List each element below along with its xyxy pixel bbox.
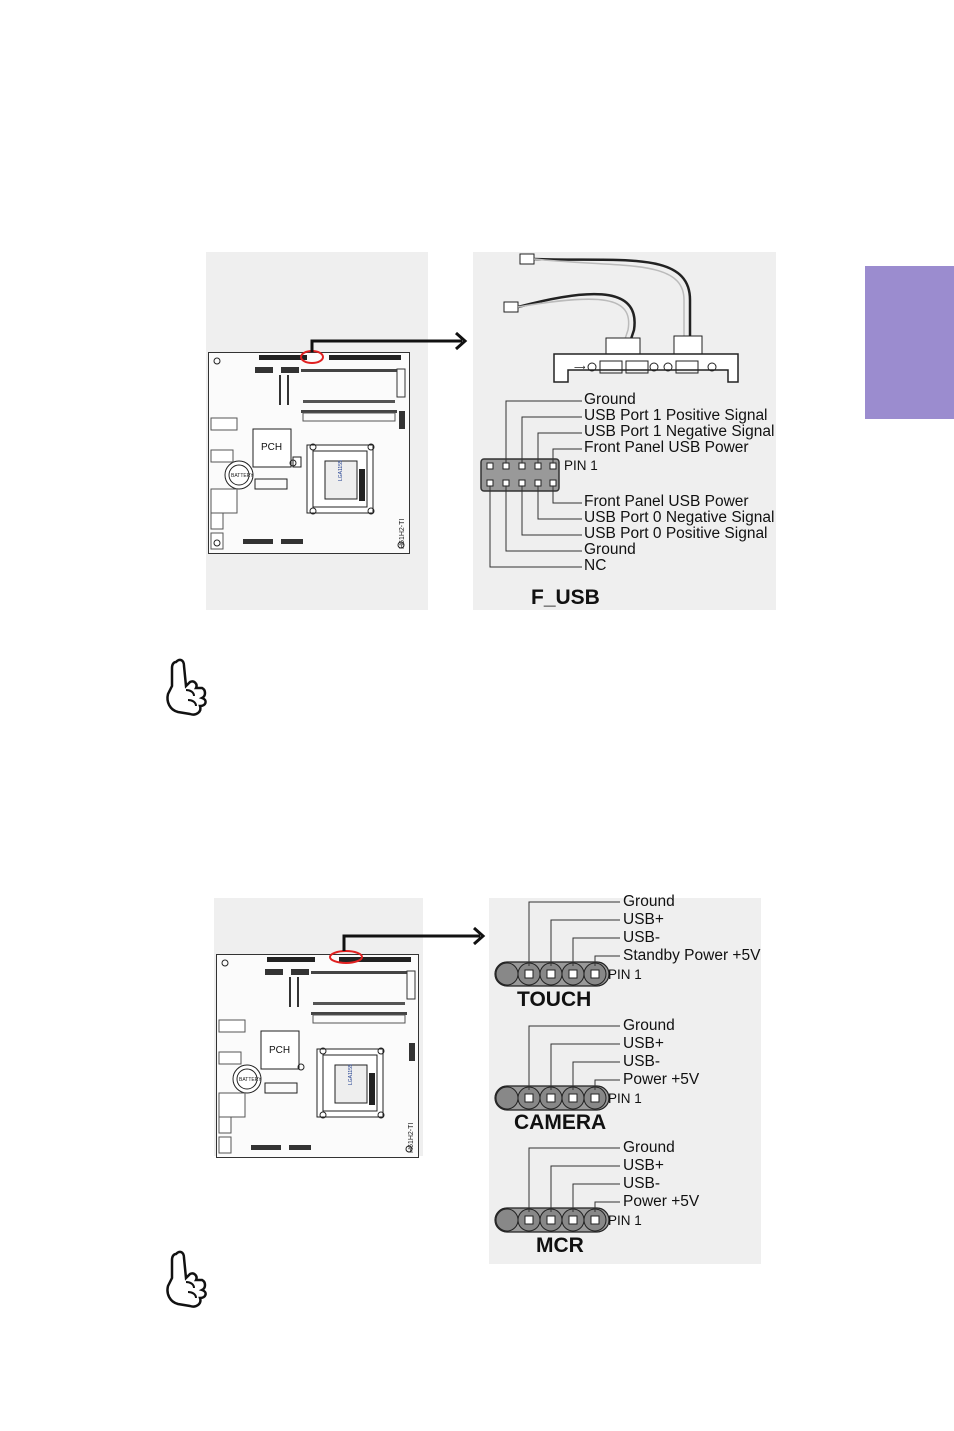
mcr-pin-label-4: Power +5V xyxy=(623,1193,700,1210)
f-usb-pin-label-4: Front Panel USB Power xyxy=(584,439,749,456)
f-usb-pin-label-5: Front Panel USB Power xyxy=(584,493,749,510)
board-components-2 xyxy=(218,957,416,1154)
touch-pin1-label: PIN 1 xyxy=(608,967,642,982)
f-usb-title: F_USB xyxy=(531,586,600,609)
camera-pin-label-2: USB+ xyxy=(623,1035,664,1052)
camera-pin1-label: PIN 1 xyxy=(608,1091,642,1106)
f-usb-pin-label-6: USB Port 0 Negative Signal xyxy=(584,509,775,526)
chapter-side-tab xyxy=(865,266,954,419)
pointing-hand-icon xyxy=(166,1250,207,1308)
camera-pin-label-4: Power +5V xyxy=(623,1071,700,1088)
touch-title: TOUCH xyxy=(517,988,592,1011)
touch-pin-label-2: USB+ xyxy=(623,911,664,928)
f-usb-pin-label-3: USB Port 1 Negative Signal xyxy=(584,423,775,440)
mcr-pin-label-1: Ground xyxy=(623,1139,675,1156)
touch-pin-label-1: Ground xyxy=(623,893,675,910)
f-usb-pin-label-7: USB Port 0 Positive Signal xyxy=(584,525,768,542)
camera-pin-label-1: Ground xyxy=(623,1017,675,1034)
board2-battery-label: BATTERY xyxy=(239,1077,262,1083)
touch-pin-label-3: USB- xyxy=(623,929,661,946)
f-usb-pin-label-2: USB Port 1 Positive Signal xyxy=(584,407,768,424)
f-usb-pin-label-9: NC xyxy=(584,557,607,574)
camera-title: CAMERA xyxy=(514,1111,607,1134)
mcr-pin-label-2: USB+ xyxy=(623,1157,664,1174)
f-usb-pin1-label: PIN 1 xyxy=(564,458,598,473)
f-usb-pin-label-1: Ground xyxy=(584,391,636,408)
mcr-pin1-label: PIN 1 xyxy=(608,1213,642,1228)
figure1-header-panel xyxy=(473,252,776,610)
svg-text:⟶: ⟶ xyxy=(574,363,586,372)
camera-pin-label-3: USB- xyxy=(623,1053,661,1070)
mcr-title: MCR xyxy=(536,1234,584,1257)
board-battery-label: BATTERY xyxy=(231,473,254,479)
figure2-header-panel xyxy=(489,898,761,1264)
mcr-pin-label-3: USB- xyxy=(623,1175,661,1192)
pointing-hand-icon xyxy=(166,658,207,716)
board2-pch-label: PCH xyxy=(269,1045,291,1056)
board-pch-label: PCH xyxy=(261,442,283,453)
touch-pin-label-4: Standby Power +5V xyxy=(623,947,761,964)
motherboard-layout-2: PCH LGA1155 BATTERY H61H2-TI xyxy=(216,954,419,1158)
board-components xyxy=(210,355,406,550)
motherboard-layout: PCH LGA1155 BATTERY H61H2-TI xyxy=(208,352,410,554)
f-usb-pin-label-8: Ground xyxy=(584,541,636,558)
